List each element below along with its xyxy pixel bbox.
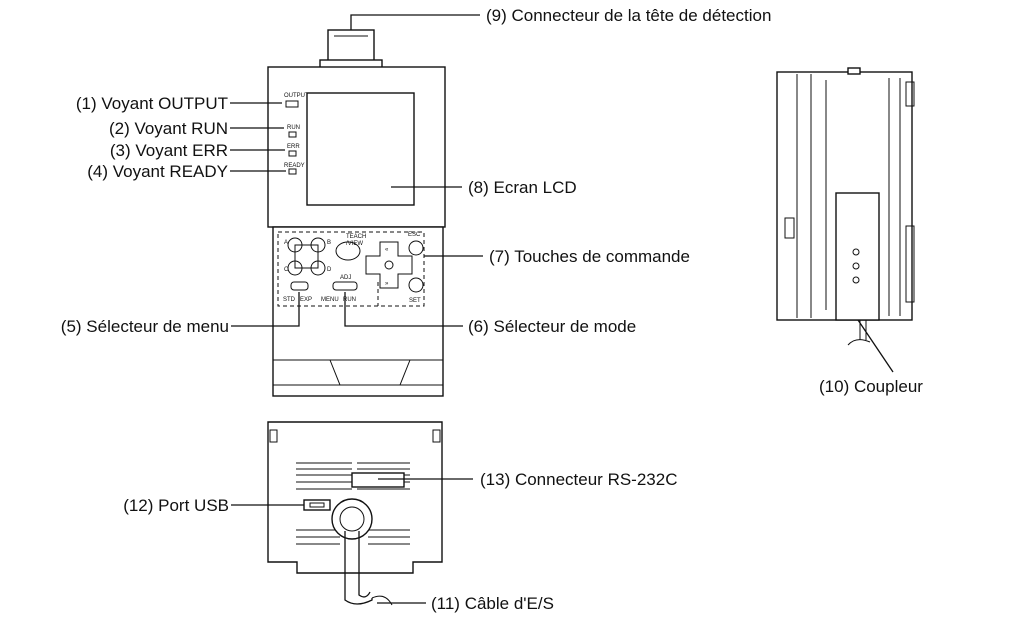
ready-led [288, 168, 297, 175]
output-led [285, 100, 299, 108]
svg-text:«: « [385, 247, 389, 253]
output-led-label: OUTPUT [284, 93, 309, 99]
run-led-label: RUN [287, 125, 300, 131]
callout-ready-led: (4) Voyant READY [87, 162, 228, 181]
rs232c-connector [351, 472, 405, 488]
key-d-label: D [327, 267, 332, 273]
run-switch-label: RUN [343, 297, 356, 303]
exp-label: EXP [300, 297, 312, 303]
key-a-label: A [284, 240, 288, 246]
teach-view-button[interactable] [335, 241, 361, 261]
callout-operation-keys: (7) Touches de commande [489, 247, 690, 266]
callout-menu-switch: (5) Sélecteur de menu [61, 317, 229, 336]
operation-keys-area [277, 231, 425, 307]
mode-switch[interactable] [332, 281, 358, 291]
side-view [776, 67, 915, 346]
leader-lines [230, 14, 894, 604]
ready-led-label: READY [284, 163, 305, 169]
set-button[interactable] [408, 277, 424, 293]
io-cable-gland [331, 498, 373, 540]
usb-port [303, 499, 331, 511]
run-led [288, 131, 297, 138]
coupler [835, 192, 880, 321]
set-label: SET [409, 298, 421, 304]
io-cable [344, 531, 373, 605]
view-label: /VIEW [346, 241, 363, 247]
callout-usb-port: (12) Port USB [123, 496, 229, 515]
callout-output-led: (1) Voyant OUTPUT [76, 94, 228, 113]
adj-label: ADJ [340, 275, 351, 281]
teach-label: TEACH [346, 234, 366, 240]
callout-mode-switch: (6) Sélecteur de mode [468, 317, 636, 336]
direction-pad[interactable]: « » [365, 241, 413, 289]
callout-lcd-screen: (8) Ecran LCD [468, 178, 577, 197]
err-led [288, 150, 297, 157]
svg-text:»: » [385, 281, 389, 287]
key-b-label: B [327, 240, 331, 246]
callout-rs232c: (13) Connecteur RS-232C [480, 470, 677, 489]
lcd-screen [306, 92, 415, 206]
menu-switch[interactable] [290, 281, 309, 291]
callout-sensor-head-connector: (9) Connecteur de la tête de détection [486, 6, 771, 25]
esc-button[interactable] [408, 240, 424, 256]
bottom-view [267, 421, 443, 606]
key-c-label: C [284, 267, 289, 273]
callout-coupler: (10) Coupleur [819, 377, 923, 396]
menu-label: MENU [321, 297, 339, 303]
std-label: STD [283, 297, 296, 303]
front-view: OUTPUT RUN ERR READY A B C D TEACH /VIEW… [267, 29, 446, 397]
esc-label: ESC [408, 232, 421, 238]
err-led-label: ERR [287, 144, 300, 150]
callout-run-led: (2) Voyant RUN [109, 119, 228, 138]
callout-io-cable: (11) Câble d'E/S [431, 594, 554, 613]
callout-err-led: (3) Voyant ERR [110, 141, 228, 160]
